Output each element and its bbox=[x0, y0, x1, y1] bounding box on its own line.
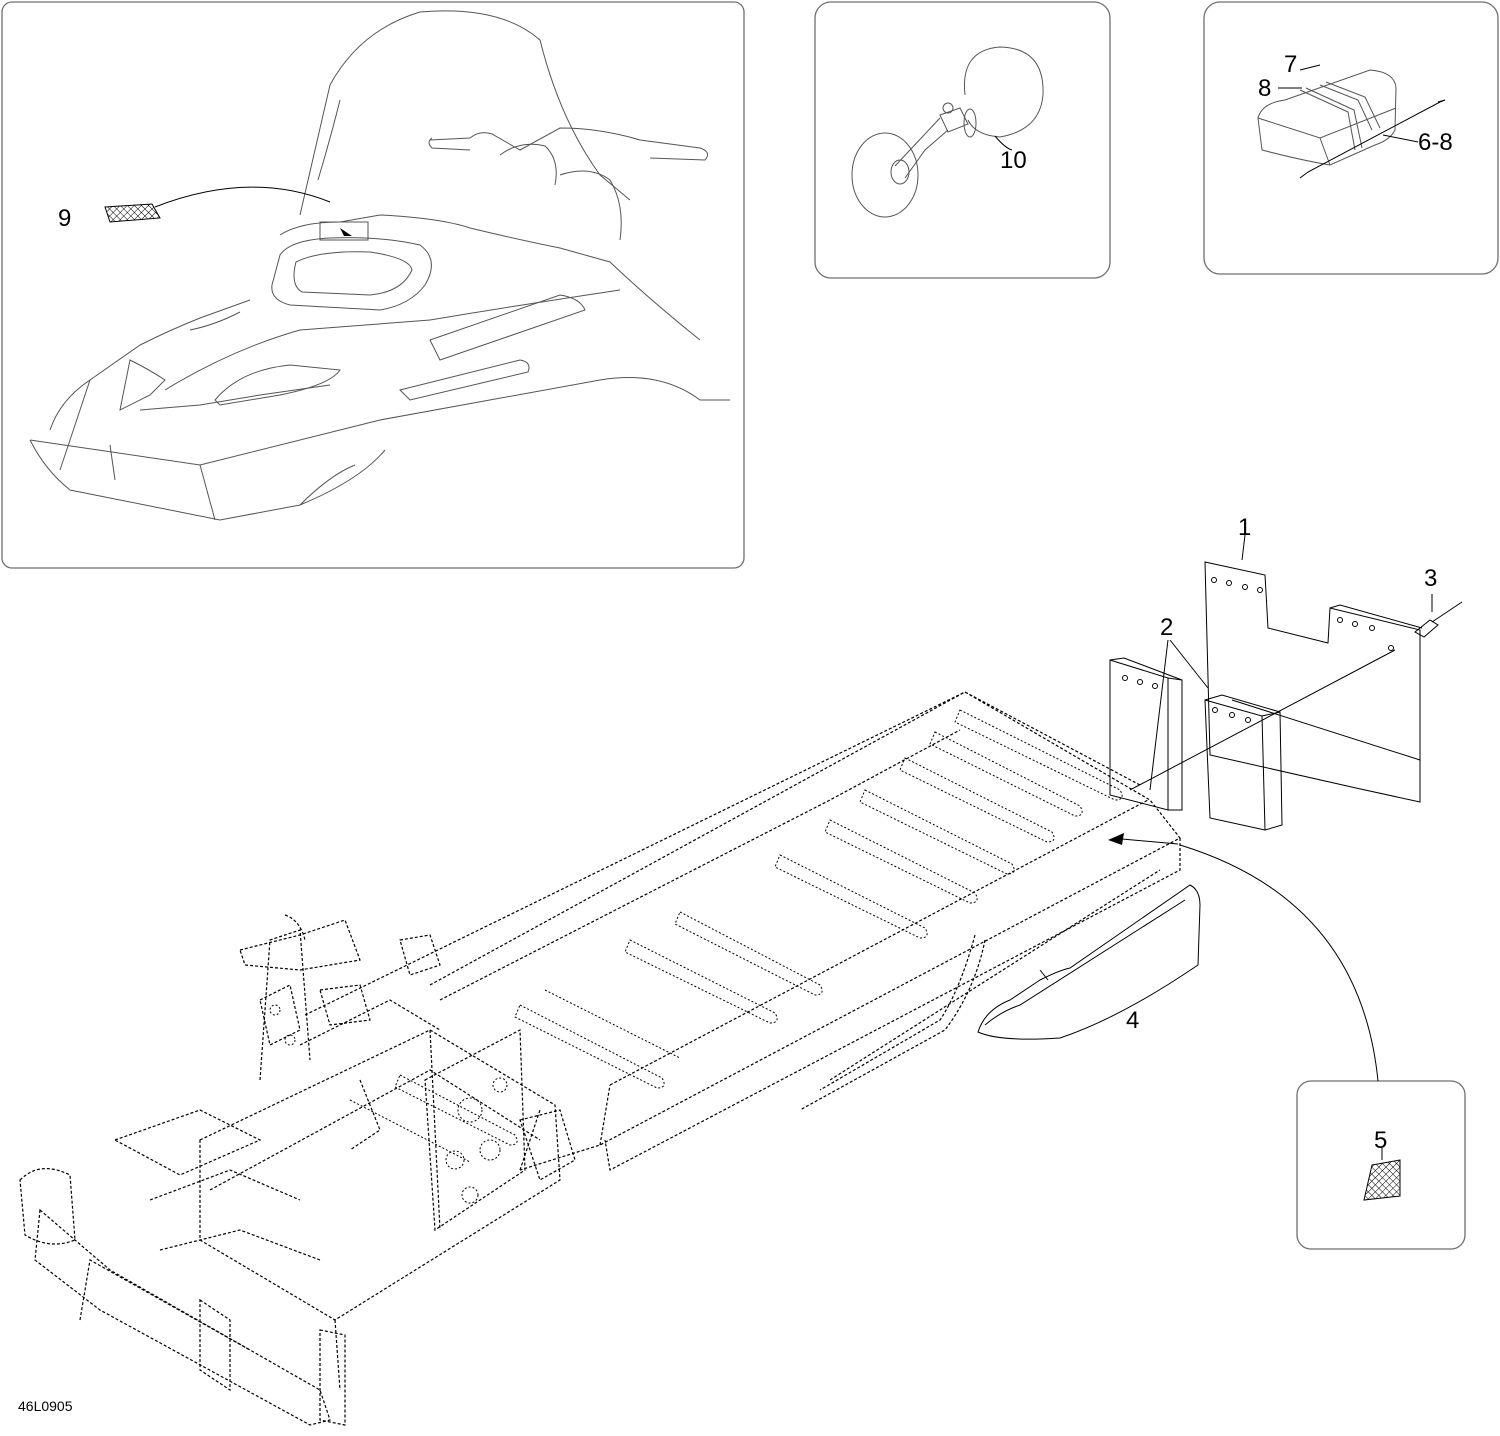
diagram-code: 46L0905 bbox=[18, 1398, 73, 1414]
mud-flap-1 bbox=[1204, 534, 1423, 803]
hood-drawing bbox=[29, 10, 730, 521]
callout-1: 1 bbox=[1238, 514, 1251, 541]
callout-9: 9 bbox=[58, 205, 71, 232]
rivet-3 bbox=[1414, 594, 1463, 638]
callout-10: 10 bbox=[1000, 147, 1027, 174]
horn-drawing bbox=[851, 46, 1044, 218]
callout-8: 8 bbox=[1258, 75, 1271, 102]
bag-panel: 7 8 6-8 bbox=[1203, 1, 1499, 275]
callout-7: 7 bbox=[1284, 51, 1297, 78]
callout-6-8: 6-8 bbox=[1418, 129, 1453, 156]
hood-panel: 9 bbox=[1, 1, 745, 569]
horn-panel: 10 bbox=[814, 1, 1111, 279]
callout-3: 3 bbox=[1424, 565, 1437, 592]
tunnel-slots bbox=[349, 709, 1123, 1163]
callout-2: 2 bbox=[1160, 614, 1173, 641]
mud-flap-2 bbox=[1109, 639, 1421, 831]
decal-5-panel bbox=[1108, 833, 1466, 1250]
trim-4 bbox=[977, 884, 1201, 1040]
decal-9 bbox=[104, 186, 331, 223]
callout-5: 5 bbox=[1374, 1127, 1387, 1154]
bag-drawing bbox=[1257, 69, 1446, 179]
callout-4: 4 bbox=[1126, 1007, 1139, 1034]
chassis-frame bbox=[19, 691, 1181, 1426]
